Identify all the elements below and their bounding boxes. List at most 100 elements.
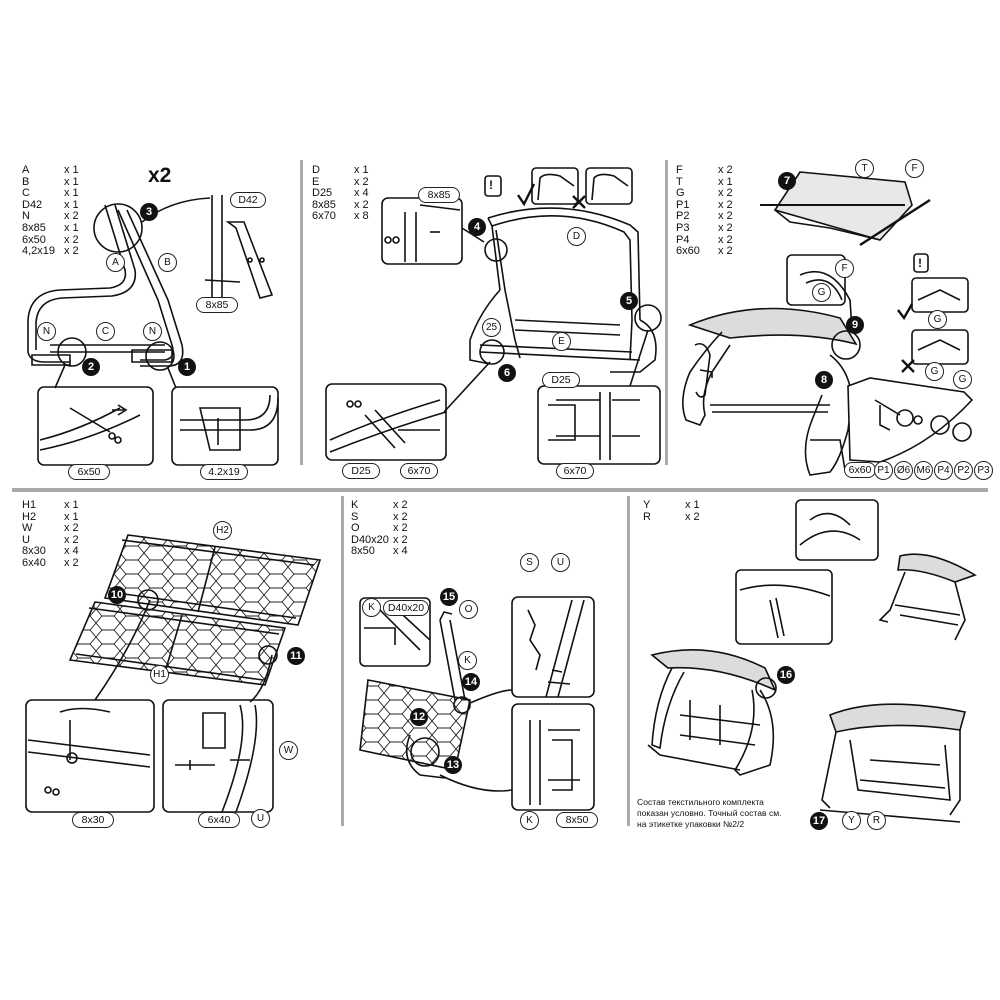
label-4-2x19: 4.2x19	[200, 464, 248, 480]
warning-icon: !	[489, 178, 493, 192]
callout-o: O	[459, 600, 478, 619]
callout-c: C	[96, 322, 115, 341]
label-6x70-right: 6x70	[556, 463, 594, 479]
label-p4: P4	[934, 461, 953, 480]
callout-k-main: K	[458, 651, 477, 670]
callout-a: A	[106, 253, 125, 272]
divider-horizontal	[12, 488, 988, 492]
label-8x85: 8x85	[196, 297, 238, 313]
label-p2: P2	[954, 461, 973, 480]
callout-g-cross: G	[925, 362, 944, 381]
callout-s: S	[520, 553, 539, 572]
textile-note: Состав текстильного комплекта показан ус…	[637, 797, 782, 829]
label-d42: D42	[230, 192, 266, 208]
step-16-marker: 16	[777, 666, 795, 684]
callout-t: T	[855, 159, 874, 178]
label-d40x20: D40x20	[383, 600, 429, 616]
step-15-marker: 15	[440, 588, 458, 606]
label-6x60: 6x60	[844, 462, 876, 478]
callout-f-detail: F	[835, 259, 854, 278]
step-8-marker: 8	[815, 371, 833, 389]
warning-icon: !	[918, 256, 922, 270]
callout-g-hardware: G	[953, 370, 972, 389]
callout-u: U	[551, 553, 570, 572]
callout-b: B	[158, 253, 177, 272]
label-p3: P3	[974, 461, 993, 480]
callout-d: D	[567, 227, 586, 246]
callout-k-detail: K	[362, 598, 381, 617]
step-17-marker: 17	[810, 812, 828, 830]
step-6-marker: 6	[498, 364, 516, 382]
step-13-marker: 13	[444, 756, 462, 774]
divider-v4	[627, 496, 630, 826]
callout-k-bottom: K	[520, 811, 539, 830]
label-8x50: 8x50	[556, 812, 598, 828]
label-o6: Ø6	[894, 461, 913, 480]
label-p1: P1	[874, 461, 893, 480]
label-6x70-left: 6x70	[400, 463, 438, 479]
callout-25: 25	[482, 318, 501, 337]
step-7-marker: 7	[778, 172, 796, 190]
callout-w: W	[279, 741, 298, 760]
label-6x50: 6x50	[68, 464, 110, 480]
callout-g-detail: G	[812, 283, 831, 302]
step-9-marker: 9	[846, 316, 864, 334]
step-14-marker: 14	[462, 673, 480, 691]
step-12-marker: 12	[410, 708, 428, 726]
step-2-marker: 2	[82, 358, 100, 376]
label-d25-bottom: D25	[342, 463, 380, 479]
multiplier-label: x2	[148, 164, 172, 187]
step-5-marker: 5	[620, 292, 638, 310]
callout-u: U	[251, 809, 270, 828]
label-8x85: 8x85	[418, 187, 460, 203]
callout-n-left: N	[37, 322, 56, 341]
callout-e: E	[552, 332, 571, 351]
step-11-marker: 11	[287, 647, 305, 665]
label-8x30: 8x30	[72, 812, 114, 828]
step-10-marker: 10	[108, 586, 126, 604]
divider-v3	[341, 496, 344, 826]
callout-r: R	[867, 811, 886, 830]
callout-f-top: F	[905, 159, 924, 178]
label-m6: M6	[914, 461, 933, 480]
step-4-marker: 4	[468, 218, 486, 236]
step-1-marker: 1	[178, 358, 196, 376]
label-d25-top: D25	[542, 372, 580, 388]
callout-y: Y	[842, 811, 861, 830]
